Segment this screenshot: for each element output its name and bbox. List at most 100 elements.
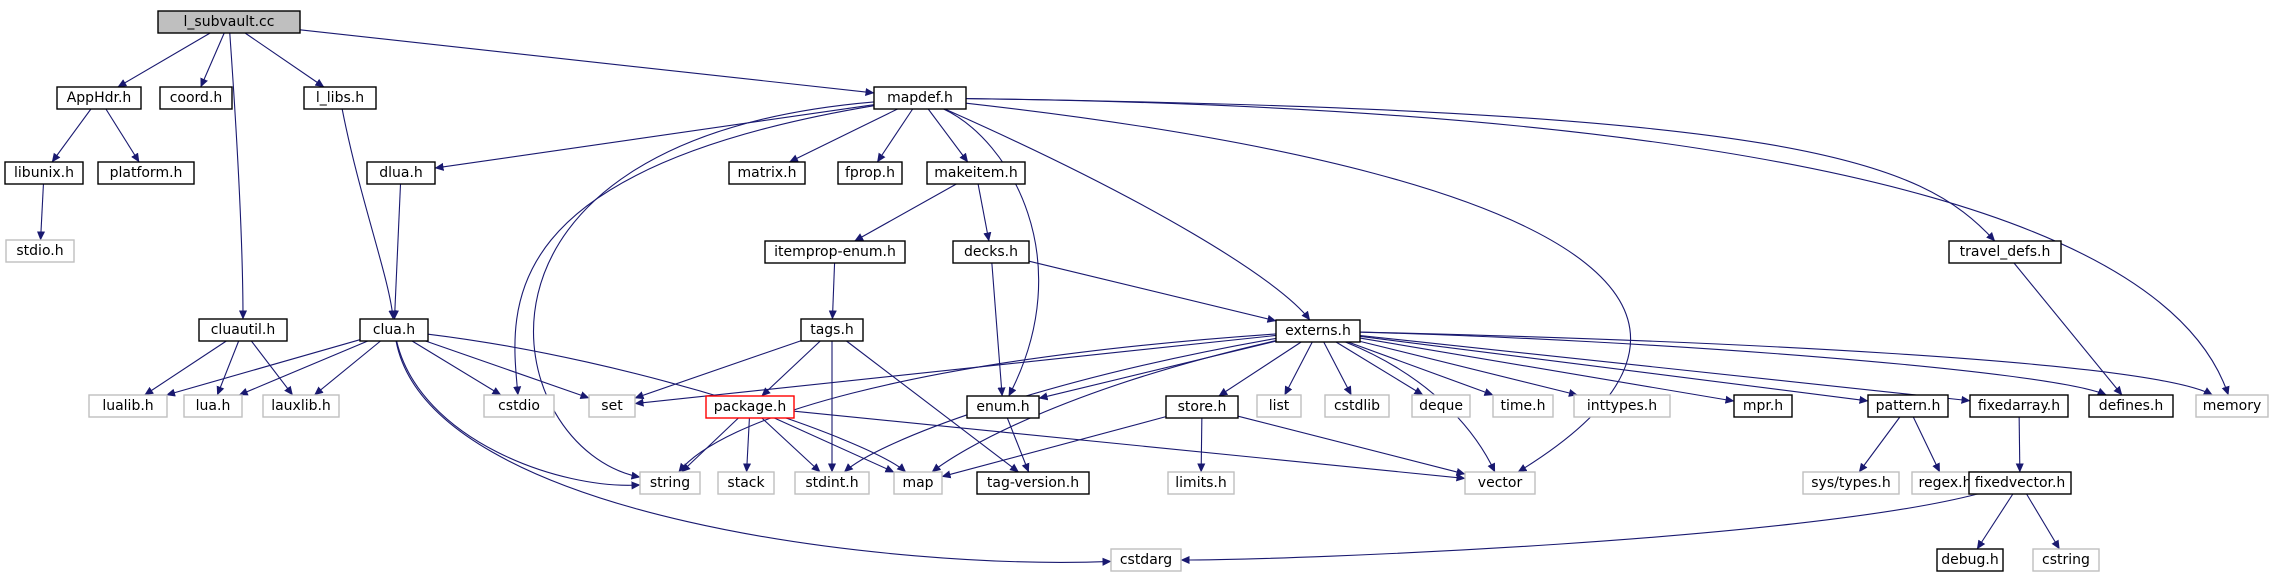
node-box [966, 395, 1040, 419]
edge-store-to-limits [1197, 417, 1206, 473]
node-box [837, 161, 903, 185]
node-vector: vector [1464, 471, 1536, 495]
node-debug[interactable]: debug.h [1936, 548, 2004, 572]
edge-externs-to-time [1347, 341, 1494, 396]
edge-package-to-stack [742, 417, 752, 473]
edge-fixedvector-to-cstdarg [1180, 493, 1978, 565]
node-box [800, 318, 864, 342]
edge-pattern-to-systypes [1858, 416, 1901, 473]
node-box [1936, 548, 2004, 572]
node-matrix[interactable]: matrix.h [728, 161, 806, 185]
node-box [198, 318, 288, 342]
node-makeitem[interactable]: makeitem.h [926, 161, 1026, 185]
node-label: l_subvault.cc [184, 14, 275, 30]
node-label: package.h [714, 399, 786, 415]
node-l_subvault[interactable]: l_subvault.cc [157, 10, 301, 34]
node-box [157, 10, 301, 34]
edge-externs-to-pattern [1359, 335, 1869, 404]
node-label: string [650, 475, 690, 491]
node-clua[interactable]: clua.h [359, 318, 429, 342]
edge-fixedvector-to-cstring [2026, 493, 2060, 550]
node-box [1573, 394, 1671, 418]
edge-externs-to-fixedarray [1359, 334, 1971, 404]
node-cluautil[interactable]: cluautil.h [198, 318, 288, 342]
node-itemprop[interactable]: itemprop-enum.h [764, 240, 906, 264]
edge-externs-to-deque [1335, 341, 1424, 396]
node-box [764, 240, 906, 264]
node-label: deque [1419, 398, 1463, 414]
node-label: coord.h [170, 90, 223, 106]
node-deque: deque [1411, 394, 1471, 418]
node-label: regex.h [1919, 475, 1972, 491]
node-dlua[interactable]: dlua.h [366, 161, 436, 185]
node-box [56, 86, 142, 110]
node-label: mpr.h [1743, 398, 1783, 414]
node-fixedvector[interactable]: fixedvector.h [1968, 471, 2072, 495]
node-lauxlib: lauxlib.h [262, 394, 340, 418]
node-label: cstring [2042, 552, 2090, 568]
node-box [1411, 394, 1471, 418]
edge-decks-to-externs [1028, 260, 1277, 323]
node-label: stack [727, 475, 765, 491]
node-label: externs.h [1285, 323, 1351, 339]
node-label: cluautil.h [211, 322, 276, 338]
node-label: l_libs.h [316, 90, 364, 106]
node-libunix[interactable]: libunix.h [4, 161, 84, 185]
node-systypes: sys/types.h [1802, 471, 1900, 495]
node-inttypes: inttypes.h [1573, 394, 1671, 418]
node-box [1867, 394, 1949, 418]
node-time: time.h [1492, 394, 1554, 418]
node-fprop[interactable]: fprop.h [837, 161, 903, 185]
node-box [1167, 471, 1235, 495]
node-limits: limits.h [1167, 471, 1235, 495]
node-coord[interactable]: coord.h [159, 86, 233, 110]
node-cstdarg: cstdarg [1110, 548, 1182, 572]
node-regex: regex.h [1911, 471, 1979, 495]
node-box [4, 161, 84, 185]
node-box [97, 161, 195, 185]
node-mpr[interactable]: mpr.h [1733, 394, 1793, 418]
node-store[interactable]: store.h [1165, 395, 1239, 419]
node-label: pattern.h [1876, 398, 1941, 414]
node-label: lualib.h [102, 398, 153, 414]
edge-externs-to-list [1284, 341, 1313, 396]
edge-l_subvault-to-llibs [244, 32, 325, 88]
edge-clua-to-lualib [166, 339, 361, 397]
node-label: cstdio [498, 398, 540, 414]
node-llibs[interactable]: l_libs.h [303, 86, 377, 110]
edge-package-to-vector [793, 410, 1466, 482]
node-fixedarray[interactable]: fixedarray.h [1969, 394, 2069, 418]
node-box [588, 394, 636, 418]
edge-l_subvault-to-cluautil [229, 32, 248, 320]
node-stack: stack [717, 471, 775, 495]
edge-package-to-stdint [761, 417, 821, 473]
node-map: map [893, 471, 943, 495]
node-enum[interactable]: enum.h [966, 395, 1040, 419]
node-stdint: stdint.h [794, 471, 870, 495]
node-cstring: cstring [2032, 548, 2100, 572]
edge-externs-to-enum [1038, 340, 1277, 401]
node-box [1969, 394, 2069, 418]
node-decks[interactable]: decks.h [952, 240, 1030, 264]
edge-mapdef-to-travel [965, 98, 1996, 242]
node-box [705, 395, 795, 419]
edge-clua-to-cstdarg [395, 340, 1112, 566]
node-apphdr[interactable]: AppHdr.h [56, 86, 142, 110]
node-externs[interactable]: externs.h [1275, 319, 1361, 343]
node-mapdef[interactable]: mapdef.h [873, 86, 967, 110]
node-pattern[interactable]: pattern.h [1867, 394, 1949, 418]
node-defines[interactable]: defines.h [2088, 394, 2174, 418]
edge-mapdef-to-dlua [434, 104, 875, 171]
node-label: inttypes.h [1587, 398, 1657, 414]
edge-mapdef-to-fprop [876, 108, 914, 163]
edge-externs-to-defines [1359, 331, 2107, 396]
node-package[interactable]: package.h [705, 395, 795, 419]
node-tags[interactable]: tags.h [800, 318, 864, 342]
node-travel[interactable]: travel_defs.h [1948, 240, 2062, 264]
node-tagversion[interactable]: tag-version.h [976, 471, 1090, 495]
edge-externs-to-store [1218, 341, 1302, 397]
edge-store-to-vector [1237, 415, 1466, 476]
node-platform[interactable]: platform.h [97, 161, 195, 185]
